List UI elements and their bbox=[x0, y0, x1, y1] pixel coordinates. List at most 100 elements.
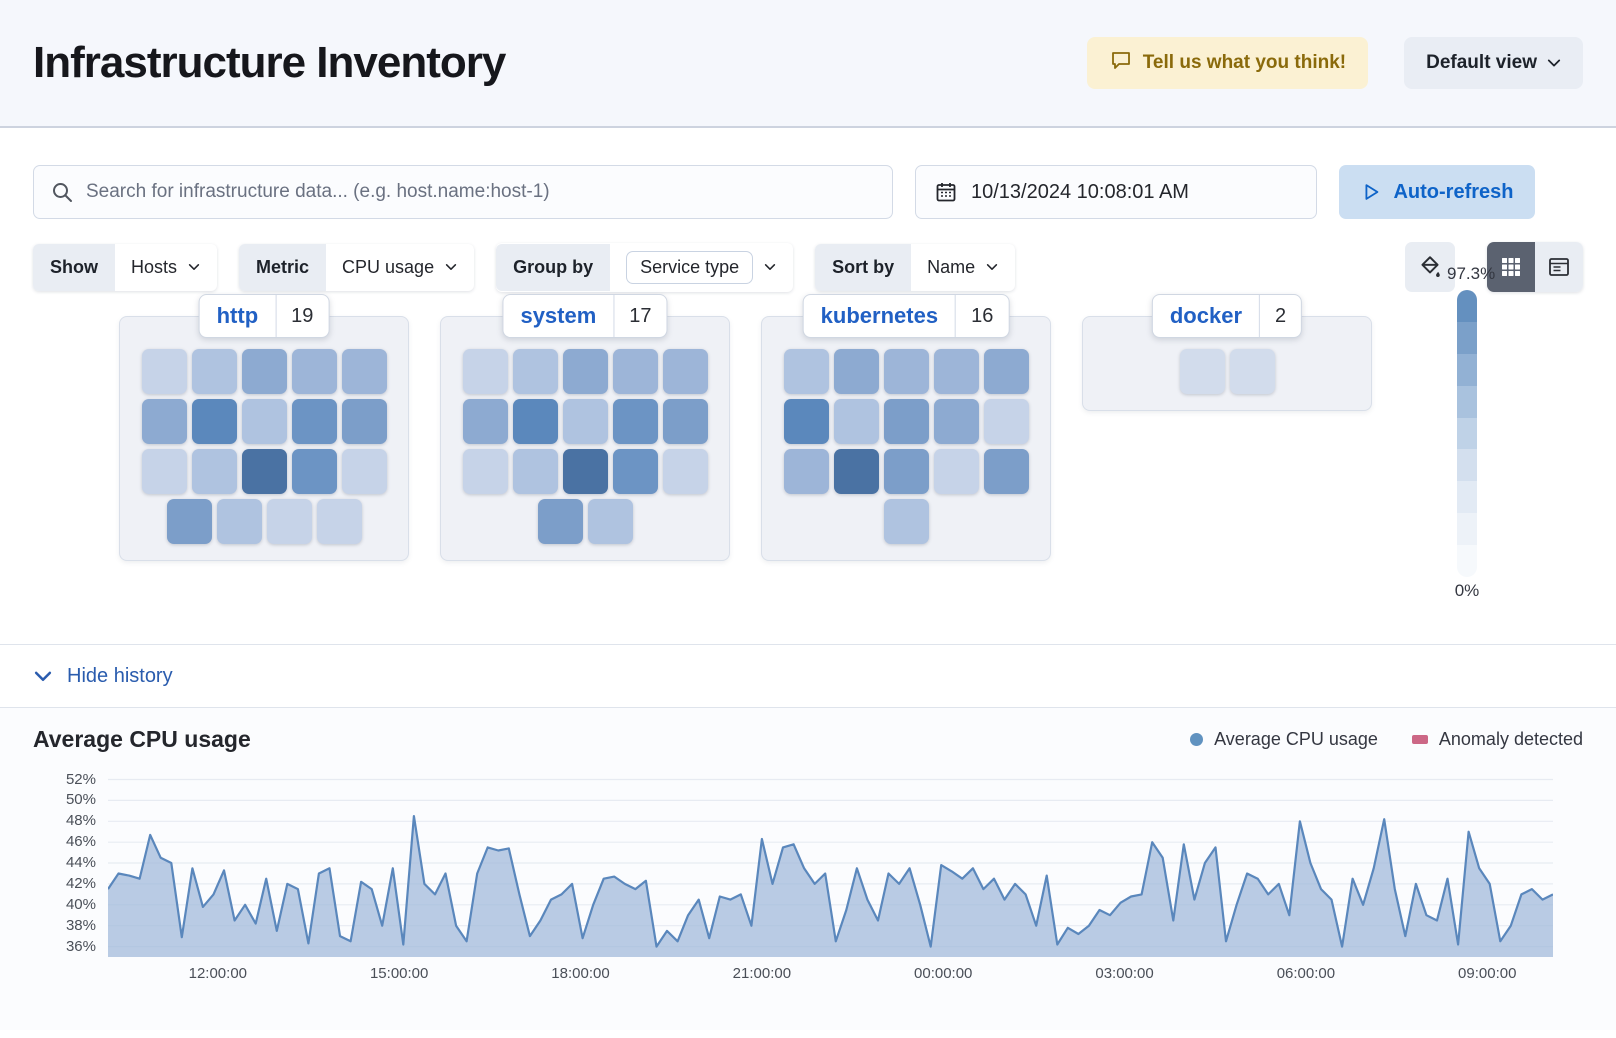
color-palette-button[interactable] bbox=[1405, 242, 1455, 292]
x-tick-label: 09:00:00 bbox=[1458, 965, 1517, 982]
metric-dropdown[interactable]: CPU usage bbox=[326, 257, 474, 278]
host-tile[interactable] bbox=[662, 349, 708, 394]
host-tile[interactable] bbox=[166, 499, 212, 544]
host-tile[interactable] bbox=[983, 399, 1029, 444]
host-tile[interactable] bbox=[612, 449, 658, 494]
auto-refresh-button[interactable]: Auto-refresh bbox=[1339, 165, 1535, 219]
host-tile[interactable] bbox=[141, 399, 187, 444]
table-view-button[interactable] bbox=[1535, 242, 1583, 292]
host-tile[interactable] bbox=[266, 499, 312, 544]
host-tile[interactable] bbox=[783, 399, 829, 444]
date-value: 10/13/2024 10:08:01 AM bbox=[971, 180, 1189, 203]
host-tile[interactable] bbox=[141, 449, 187, 494]
legend-item-average-cpu[interactable]: Average CPU usage bbox=[1190, 729, 1378, 750]
host-tile[interactable] bbox=[883, 349, 929, 394]
host-tile[interactable] bbox=[291, 399, 337, 444]
host-tile[interactable] bbox=[933, 449, 979, 494]
legend-item-anomaly[interactable]: Anomaly detected bbox=[1411, 729, 1583, 750]
host-tile[interactable] bbox=[933, 399, 979, 444]
host-tile[interactable] bbox=[291, 349, 337, 394]
host-tile[interactable] bbox=[191, 399, 237, 444]
scale-max-label: 97.3% bbox=[1447, 264, 1496, 283]
host-tile[interactable] bbox=[883, 399, 929, 444]
x-tick-label: 00:00:00 bbox=[914, 965, 973, 982]
host-tile[interactable] bbox=[612, 399, 658, 444]
host-tile[interactable] bbox=[216, 499, 262, 544]
host-tile[interactable] bbox=[833, 449, 879, 494]
host-tile[interactable] bbox=[983, 449, 1029, 494]
host-tile[interactable] bbox=[341, 349, 387, 394]
group-name-link[interactable]: http bbox=[216, 303, 259, 328]
host-tile[interactable] bbox=[562, 399, 608, 444]
legend-label: Average CPU usage bbox=[1214, 729, 1378, 749]
host-tile[interactable] bbox=[783, 349, 829, 394]
host-tile[interactable] bbox=[241, 349, 287, 394]
date-picker-button[interactable]: 10/13/2024 10:08:01 AM bbox=[915, 165, 1317, 219]
group-name-link[interactable]: kubernetes bbox=[820, 303, 939, 328]
host-tile[interactable] bbox=[241, 449, 287, 494]
host-tile[interactable] bbox=[883, 449, 929, 494]
host-tile[interactable] bbox=[241, 399, 287, 444]
host-tile[interactable] bbox=[462, 399, 508, 444]
host-tile[interactable] bbox=[562, 349, 608, 394]
host-tile[interactable] bbox=[512, 349, 558, 394]
host-tile[interactable] bbox=[783, 449, 829, 494]
host-tile[interactable] bbox=[537, 499, 583, 544]
group-name-link[interactable]: system bbox=[520, 303, 597, 328]
host-tile[interactable] bbox=[291, 449, 337, 494]
chevron-down-icon bbox=[445, 264, 457, 270]
host-tile[interactable] bbox=[612, 349, 658, 394]
sort-by-dropdown[interactable]: Name bbox=[911, 257, 1015, 278]
chart-title: Average CPU usage bbox=[33, 726, 251, 752]
y-tick-label: 48% bbox=[65, 812, 96, 830]
host-tile[interactable] bbox=[191, 349, 237, 394]
host-tile[interactable] bbox=[883, 499, 929, 544]
host-tile[interactable] bbox=[587, 499, 633, 544]
y-tick-label: 36% bbox=[65, 937, 96, 955]
host-tile[interactable] bbox=[1229, 349, 1275, 394]
host-tile[interactable] bbox=[833, 399, 879, 444]
host-tile[interactable] bbox=[1179, 349, 1225, 394]
host-tile[interactable] bbox=[562, 449, 608, 494]
page-header: Infrastructure Inventory Tell us what yo… bbox=[0, 0, 1616, 128]
hide-history-link[interactable]: Hide history bbox=[33, 665, 173, 688]
host-tile[interactable] bbox=[662, 449, 708, 494]
show-dropdown[interactable]: Hosts bbox=[115, 257, 217, 278]
host-tile[interactable] bbox=[933, 349, 979, 394]
host-tile[interactable] bbox=[316, 499, 362, 544]
search-icon bbox=[53, 183, 72, 202]
host-tile[interactable] bbox=[983, 349, 1029, 394]
search-input[interactable] bbox=[86, 181, 876, 203]
host-tile[interactable] bbox=[512, 449, 558, 494]
feedback-button[interactable]: Tell us what you think! bbox=[1086, 37, 1369, 89]
group-by-dropdown[interactable]: Service type bbox=[610, 243, 793, 292]
y-tick-label: 46% bbox=[65, 833, 96, 851]
host-tile[interactable] bbox=[462, 349, 508, 394]
host-tile[interactable] bbox=[341, 399, 387, 444]
auto-refresh-label: Auto-refresh bbox=[1393, 180, 1514, 203]
host-tile[interactable] bbox=[341, 449, 387, 494]
speech-bubble-icon bbox=[1109, 48, 1133, 78]
host-tile[interactable] bbox=[141, 349, 187, 394]
group-name-link[interactable]: docker bbox=[1169, 303, 1243, 328]
host-tile[interactable] bbox=[462, 449, 508, 494]
default-view-button[interactable]: Default view bbox=[1404, 37, 1583, 89]
host-tile[interactable] bbox=[191, 449, 237, 494]
host-tile[interactable] bbox=[512, 399, 558, 444]
host-tile[interactable] bbox=[662, 399, 708, 444]
host-tile[interactable] bbox=[833, 349, 879, 394]
search-box[interactable] bbox=[33, 165, 893, 219]
chart-legend: Average CPU usage Anomaly detected bbox=[1190, 729, 1583, 750]
calendar-icon bbox=[936, 183, 956, 202]
grid-view-button[interactable] bbox=[1487, 242, 1535, 292]
group-by-label: Group by bbox=[496, 243, 611, 291]
y-tick-label: 52% bbox=[65, 770, 96, 788]
